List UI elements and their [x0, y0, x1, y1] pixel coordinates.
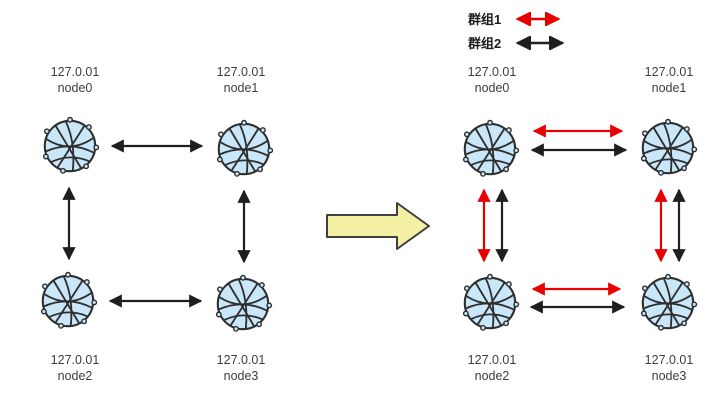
before-cluster-links	[62, 139, 251, 308]
node-name: node0	[57, 81, 93, 95]
node-ip: 127.0.01	[50, 65, 100, 79]
after-node3-label: 127.0.01 node3	[645, 352, 694, 384]
node-name: node1	[223, 81, 259, 95]
after-node0-icon	[462, 119, 520, 178]
node-name: node2	[57, 369, 93, 383]
before-node0-label: 127.0.01 node0	[51, 64, 100, 96]
transform-arrow-icon	[326, 202, 430, 250]
before-node3-label: 127.0.01 node3	[217, 352, 266, 384]
black-double-arrow-icon	[515, 35, 565, 50]
node-name: node1	[651, 81, 687, 95]
after-node1-icon	[640, 118, 698, 177]
node-ip: 127.0.01	[644, 353, 694, 367]
before-node2-label: 127.0.01 node2	[51, 352, 100, 384]
after-node0-label: 127.0.01 node0	[468, 64, 517, 96]
after-node3-icon	[640, 273, 698, 332]
node-name: node3	[651, 369, 687, 383]
after-node1-label: 127.0.01 node1	[645, 64, 694, 96]
before-node0-icon	[42, 116, 100, 175]
node-ip: 127.0.01	[216, 65, 266, 79]
legend-row-group2: 群组2	[468, 32, 573, 53]
before-node1-icon	[216, 119, 274, 178]
legend-group1-label: 群组1	[468, 12, 502, 27]
node-name: node2	[474, 369, 510, 383]
before-node3-icon	[215, 274, 273, 333]
before-node2-icon	[40, 271, 98, 330]
legend-row-group1: 群组1	[468, 8, 573, 29]
legend: 群组1 群组2	[468, 8, 573, 53]
before-node1-label: 127.0.01 node1	[217, 64, 266, 96]
after-node2-icon	[462, 273, 520, 332]
node-ip: 127.0.01	[50, 353, 100, 367]
legend-group2-label: 群组2	[468, 36, 502, 51]
after-node2-label: 127.0.01 node2	[468, 352, 517, 384]
after-cluster-links	[477, 124, 686, 314]
node-ip: 127.0.01	[467, 65, 517, 79]
node-ip: 127.0.01	[216, 353, 266, 367]
node-name: node3	[223, 369, 259, 383]
node-ip: 127.0.01	[644, 65, 694, 79]
red-double-arrow-icon	[515, 11, 561, 26]
node-ip: 127.0.01	[467, 353, 517, 367]
node-name: node0	[474, 81, 510, 95]
